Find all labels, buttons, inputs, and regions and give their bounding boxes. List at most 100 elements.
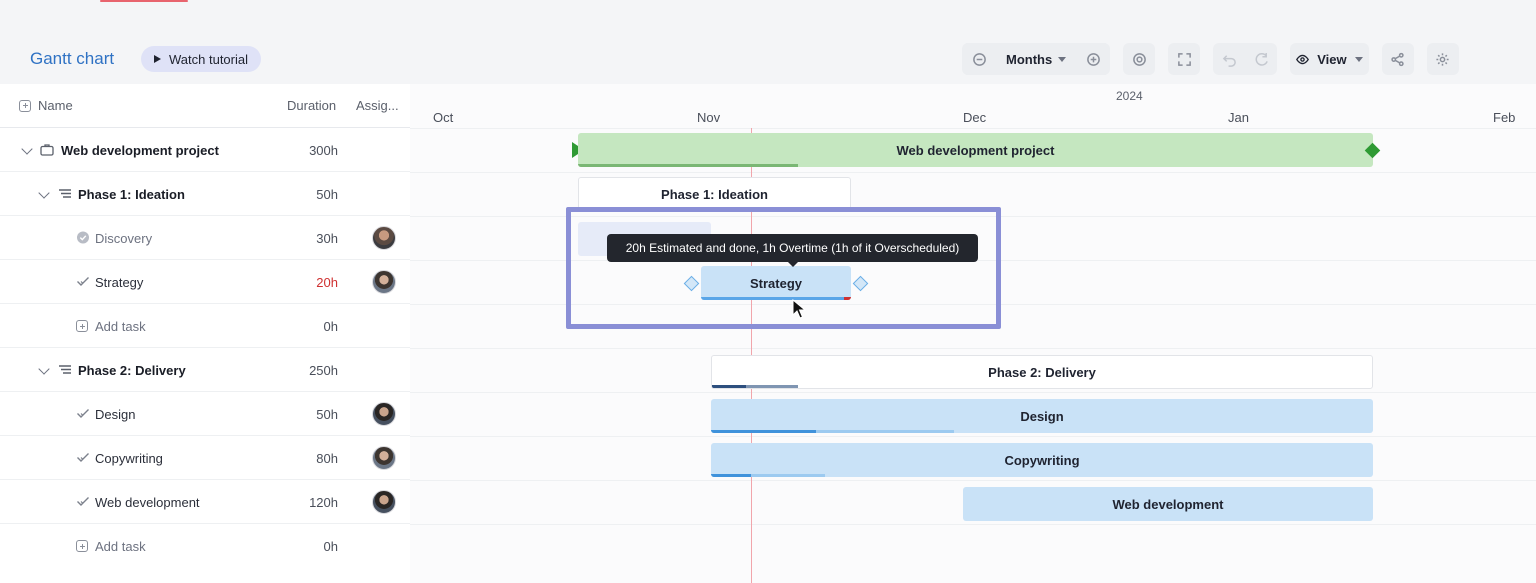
column-name[interactable]: Name <box>19 98 73 113</box>
undo-button[interactable] <box>1219 43 1239 75</box>
row-duration: 0h <box>323 539 338 554</box>
fit-screen-button[interactable] <box>1168 43 1201 75</box>
table-row-task[interactable]: Web development 120h <box>0 480 410 524</box>
chevron-down-icon <box>1354 56 1363 62</box>
bar-progress <box>711 430 954 433</box>
share-button[interactable] <box>1381 43 1414 75</box>
table-row-phase[interactable]: Phase 2: Delivery 250h <box>0 348 410 392</box>
add-task-icon <box>76 320 88 332</box>
task-check-icon <box>77 453 89 462</box>
gear-icon <box>1436 52 1449 66</box>
zoom-in-icon <box>1086 52 1100 66</box>
timeline-year: 2024 <box>1116 89 1143 103</box>
bar-strategy[interactable]: Strategy <box>701 266 851 300</box>
bar-overtime <box>844 297 851 300</box>
month-label: Dec <box>963 110 987 125</box>
zoom-in-button[interactable] <box>1080 43 1107 75</box>
focus-highlight-box <box>566 207 1001 329</box>
row-label: Discovery <box>95 231 153 246</box>
row-duration: 120h <box>309 495 338 510</box>
view-dropdown[interactable]: View <box>1290 43 1369 75</box>
avatar[interactable] <box>372 490 396 514</box>
zoom-out-button[interactable] <box>966 43 992 75</box>
month-label: Jan <box>1228 110 1249 125</box>
bar-label: Strategy <box>749 275 803 291</box>
done-check-icon <box>77 231 89 244</box>
zoom-group: Months <box>962 43 1111 75</box>
bar-label: Phase 2: Delivery <box>988 364 1096 380</box>
column-assignee[interactable]: Assig... <box>356 98 399 113</box>
bar-project[interactable]: Web development project <box>578 133 1373 167</box>
phase-icon <box>59 189 71 198</box>
column-duration[interactable]: Duration <box>287 98 337 113</box>
grid-line <box>410 216 1536 217</box>
bar-progress-done <box>711 474 751 477</box>
settings-button[interactable] <box>1426 43 1459 75</box>
row-duration: 20h <box>316 275 338 290</box>
row-duration: 30h <box>316 231 338 246</box>
avatar[interactable] <box>372 446 396 470</box>
search-icon <box>1132 52 1146 66</box>
table-row-task[interactable]: Copywriting 80h <box>0 436 410 480</box>
history-group <box>1213 43 1278 75</box>
grid-line <box>410 128 1536 129</box>
row-duration: 50h <box>316 187 338 202</box>
briefcase-icon <box>40 144 54 156</box>
table-row-add-task[interactable]: Add task 0h <box>0 304 410 348</box>
chevron-down-icon[interactable] <box>21 143 33 155</box>
page-title: Gantt chart <box>30 49 115 68</box>
task-table: Name Duration Assig... Web development p… <box>0 84 410 583</box>
chevron-down-icon <box>1058 56 1067 62</box>
chevron-down-icon[interactable] <box>38 187 50 199</box>
toolbar: Months View <box>962 43 1459 75</box>
chevron-down-icon[interactable] <box>38 363 50 375</box>
top-accent-line <box>100 0 188 2</box>
table-row-phase[interactable]: Phase 1: Ideation 50h <box>0 172 410 216</box>
redo-button[interactable] <box>1251 43 1271 75</box>
table-row-task[interactable]: Discovery 30h <box>0 216 410 260</box>
phase-icon <box>59 365 71 374</box>
column-name-label: Name <box>38 98 73 113</box>
avatar[interactable] <box>372 226 396 250</box>
redo-icon <box>1255 52 1268 66</box>
add-task-icon <box>76 540 88 552</box>
row-label: Add task <box>95 319 146 334</box>
grid-line <box>410 436 1536 437</box>
bar-copywriting[interactable]: Copywriting <box>711 443 1373 477</box>
avatar[interactable] <box>372 402 396 426</box>
row-label: Phase 1: Ideation <box>78 187 185 202</box>
watch-tutorial-button[interactable]: Watch tutorial <box>141 46 261 72</box>
bar-tooltip: 20h Estimated and done, 1h Overtime (1h … <box>607 234 978 267</box>
table-row-task[interactable]: Strategy 20h <box>0 260 410 304</box>
bar-progress <box>578 164 798 167</box>
avatar[interactable] <box>372 270 396 294</box>
table-row-project[interactable]: Web development project 300h <box>0 128 410 172</box>
row-duration: 250h <box>309 363 338 378</box>
bar-design[interactable]: Design <box>711 399 1373 433</box>
row-duration: 300h <box>309 143 338 158</box>
row-label: Design <box>95 407 136 422</box>
watch-tutorial-label: Watch tutorial <box>169 51 248 67</box>
bar-label: Copywriting <box>1004 452 1080 468</box>
bar-phase-ideation[interactable]: Phase 1: Ideation <box>578 177 851 211</box>
table-row-add-task[interactable]: Add task 0h <box>0 524 410 568</box>
bar-label: Web development project <box>896 142 1055 158</box>
month-label: Feb <box>1493 110 1516 125</box>
row-duration: 0h <box>323 319 338 334</box>
grid-line <box>410 172 1536 173</box>
eye-icon <box>1296 54 1310 64</box>
task-check-icon <box>77 277 89 286</box>
bar-phase-delivery[interactable]: Phase 2: Delivery <box>711 355 1373 389</box>
table-row-task[interactable]: Design 50h <box>0 392 410 436</box>
row-duration: 50h <box>316 407 338 422</box>
row-duration: 80h <box>316 451 338 466</box>
grid-line <box>410 480 1536 481</box>
search-button[interactable] <box>1123 43 1156 75</box>
row-label: Add task <box>95 539 146 554</box>
zoom-unit-dropdown[interactable]: Months <box>996 43 1076 75</box>
bar-web-development[interactable]: Web development <box>963 487 1373 521</box>
add-column-icon <box>19 99 31 112</box>
bar-progress <box>701 297 844 300</box>
row-label: Web development <box>95 495 200 510</box>
row-label: Copywriting <box>95 451 163 466</box>
